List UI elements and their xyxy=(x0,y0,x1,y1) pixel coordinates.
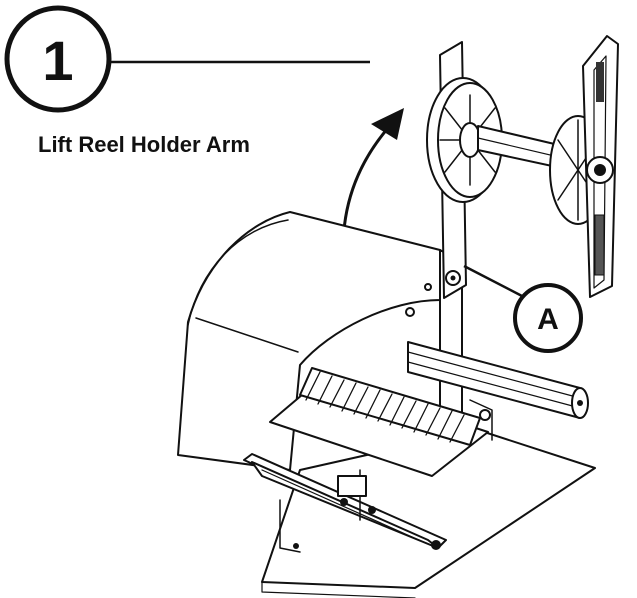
knob-center xyxy=(594,164,606,176)
housing-edge xyxy=(195,317,299,353)
ribbed-tray xyxy=(269,367,493,477)
stand-leg xyxy=(279,499,301,553)
tray-ribs xyxy=(305,371,465,443)
arm-pivot-center xyxy=(450,275,456,281)
tray-knob xyxy=(479,409,491,421)
base-edge xyxy=(261,581,416,598)
callout-a-label: A xyxy=(537,303,559,336)
callout-a: A xyxy=(463,264,583,353)
clamp-screw xyxy=(340,498,348,506)
bracket-label-plate xyxy=(594,214,605,276)
reel-spindle xyxy=(426,35,619,298)
peel-plate-stripes xyxy=(261,469,431,546)
stand-foot xyxy=(293,543,299,549)
housing-curve xyxy=(187,219,289,326)
roller xyxy=(407,341,589,419)
end-bracket-slot xyxy=(593,55,607,289)
lift-arrow-head xyxy=(371,108,404,140)
lower-assembly xyxy=(243,453,447,553)
roller-groove xyxy=(407,361,581,409)
clamp-block xyxy=(337,475,367,497)
instruction-caption: Lift Reel Holder Arm xyxy=(38,132,250,157)
roller-axle xyxy=(577,400,583,406)
side-screw xyxy=(405,307,415,317)
callout-a-circle xyxy=(513,283,583,353)
step-badge-circle xyxy=(4,5,112,113)
step-badge: 1 xyxy=(4,5,370,113)
callout-a-leader xyxy=(463,264,523,298)
bracket-badge xyxy=(596,62,604,102)
tray-bracket xyxy=(469,399,493,441)
roller-groove xyxy=(407,351,581,399)
clamp-screw xyxy=(368,506,376,514)
step-number: 1 xyxy=(42,29,73,92)
side-screw xyxy=(424,283,432,291)
plate-screw xyxy=(431,540,441,550)
